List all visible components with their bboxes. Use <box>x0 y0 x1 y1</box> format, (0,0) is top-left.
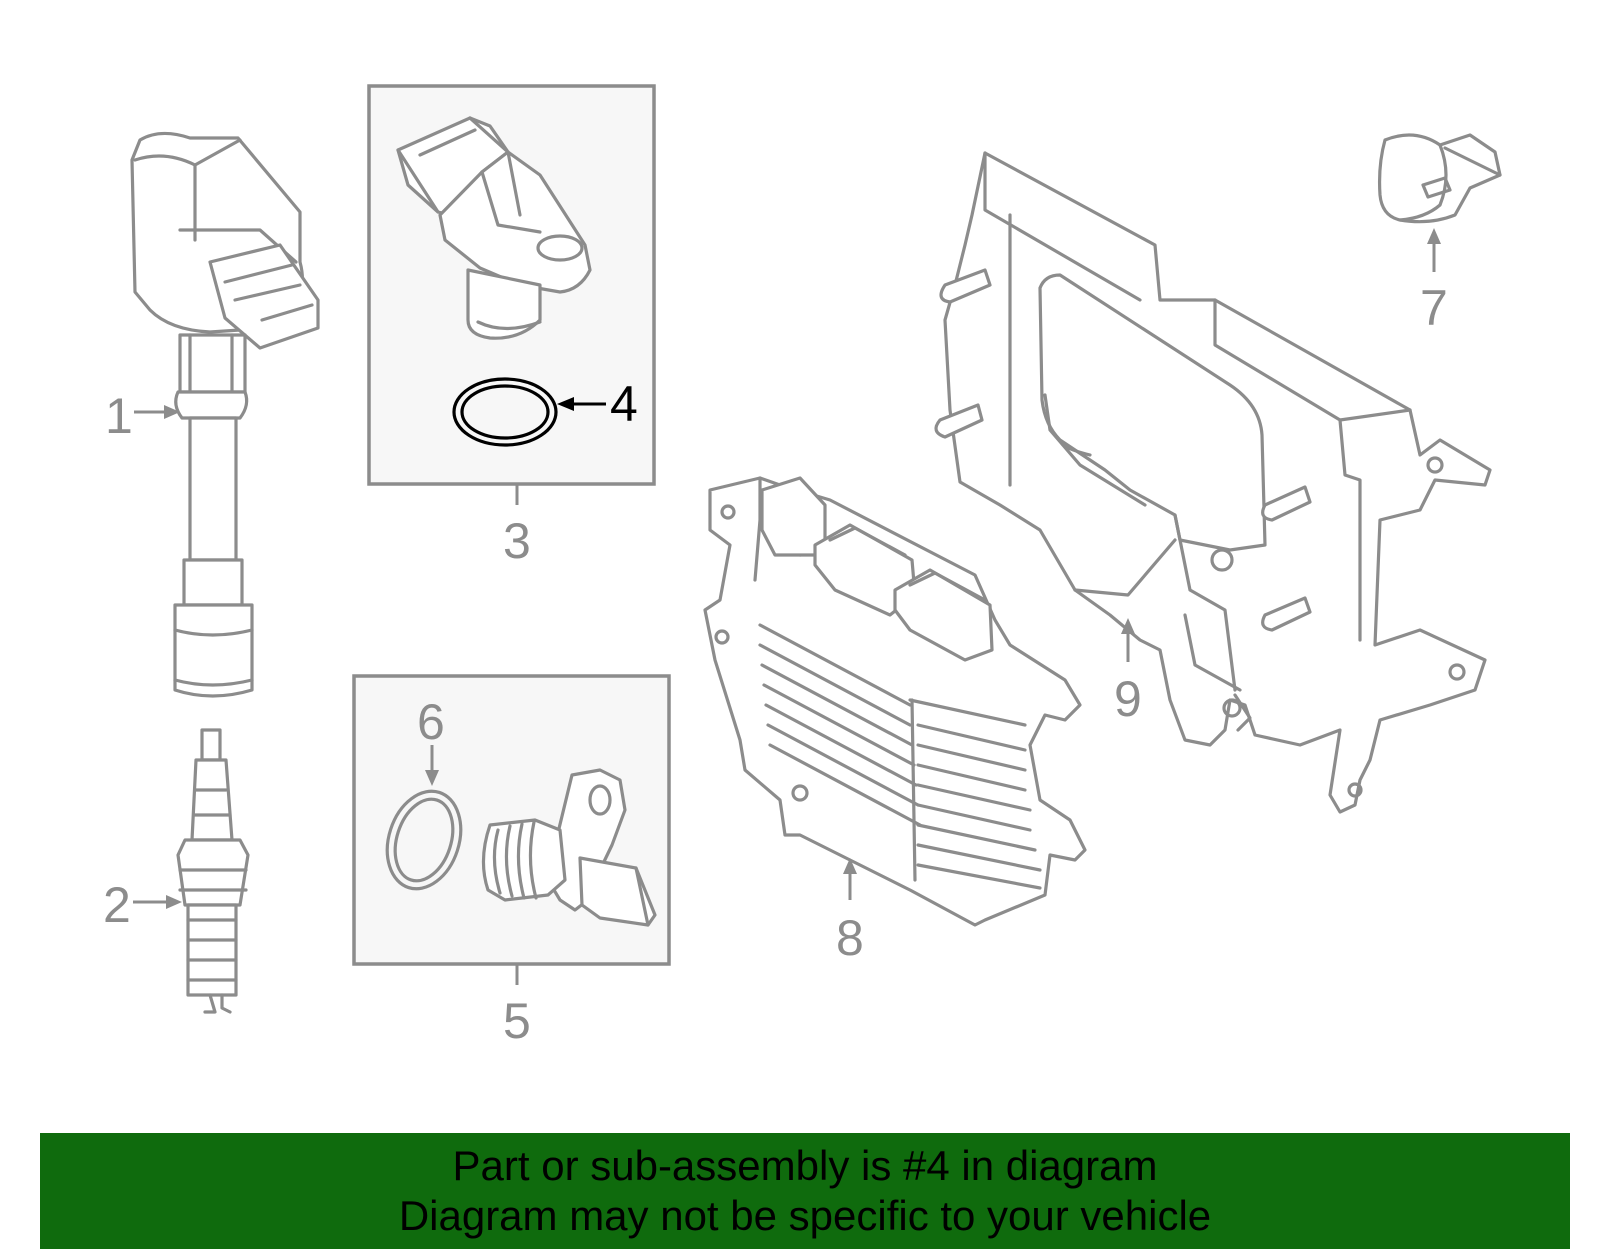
callout-number-7: 7 <box>1420 280 1448 336</box>
ecm-bracket <box>934 151 1492 814</box>
callout-3: 3 <box>503 484 531 569</box>
crankshaft-position-sensor <box>481 768 657 927</box>
callout-number-5: 5 <box>503 993 531 1049</box>
info-banner: Part or sub-assembly is #4 in diagram Di… <box>40 1133 1570 1249</box>
callout-6: 6 <box>417 694 445 786</box>
callout-2: 2 <box>103 877 182 933</box>
parts-diagram: 1 2 3 4 5 6 7 8 9 <box>103 84 1502 1049</box>
engine-control-module <box>703 476 1087 927</box>
callout-number-4: 4 <box>610 376 638 432</box>
o-ring-highlighted <box>452 377 558 447</box>
banner-line-2: Diagram may not be specific to your vehi… <box>398 1192 1212 1239</box>
callout-7: 7 <box>1420 228 1448 336</box>
callout-number-6: 6 <box>417 694 445 750</box>
callout-number-1: 1 <box>105 388 133 444</box>
o-ring-6 <box>385 789 463 891</box>
callout-9: 9 <box>1114 618 1142 727</box>
callout-8: 8 <box>836 858 864 966</box>
callout-1: 1 <box>105 388 180 444</box>
callout-number-8: 8 <box>836 910 864 966</box>
callout-4: 4 <box>557 376 638 432</box>
callout-number-2: 2 <box>103 877 131 933</box>
callout-number-9: 9 <box>1114 671 1142 727</box>
grommet-connector <box>1377 133 1502 224</box>
callout-number-3: 3 <box>503 513 531 569</box>
spark-plug <box>176 728 250 1014</box>
banner-line-1: Part or sub-assembly is #4 in diagram <box>452 1142 1158 1189</box>
callout-5: 5 <box>503 964 531 1049</box>
camshaft-position-sensor <box>396 116 592 340</box>
ignition-coil <box>130 131 320 698</box>
